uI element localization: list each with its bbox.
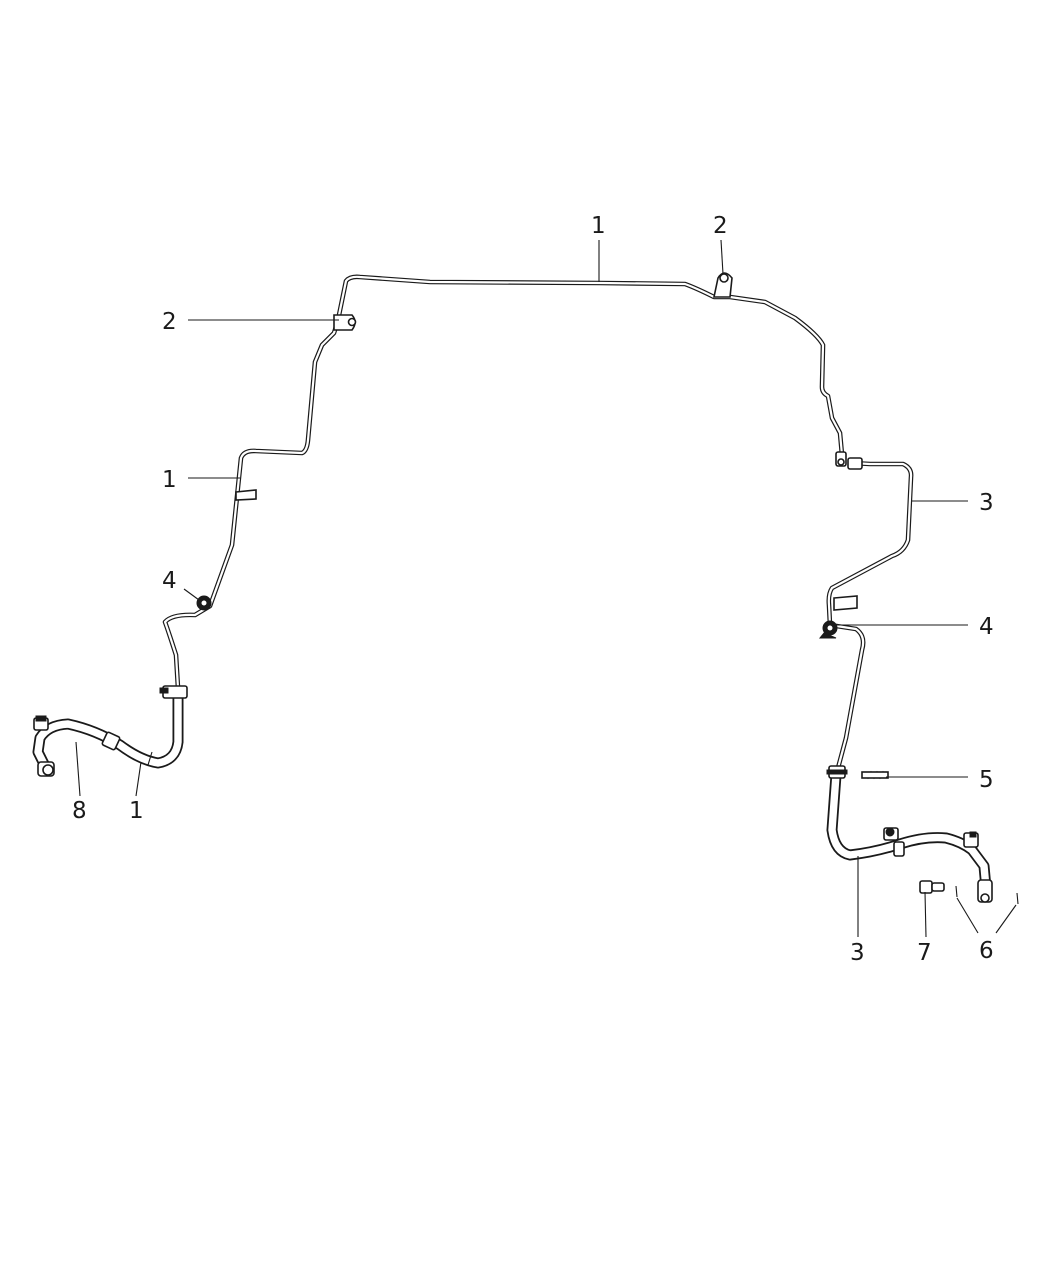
callout-bottom-left-line: 1: [129, 798, 144, 824]
brake-tube-left-top: [162, 274, 845, 691]
callout-left-line: 1: [162, 467, 177, 493]
callout-top-clip: 2: [713, 213, 728, 239]
spring-part: [861, 770, 889, 780]
retainer-left: [196, 595, 212, 611]
tube-clip-left: [333, 314, 357, 331]
right-hose-fittings: [826, 765, 993, 903]
tube-clip-top: [713, 272, 733, 298]
leader-lines: [75, 239, 1017, 938]
retainer-right: [818, 620, 838, 639]
bleeder-fitting: [919, 880, 945, 894]
brake-hose-left: [32, 692, 184, 774]
callout-clips-pair: 6: [979, 938, 994, 964]
left-hose-fittings: [33, 685, 188, 777]
callout-right-retainer: 4: [979, 614, 994, 640]
tube-end-fitting-right: [835, 451, 847, 467]
callout-left-clip: 2: [162, 309, 177, 335]
callout-labels: 1 2 2 1 3 4 4 5 8 1 3 7 6: [72, 213, 994, 966]
callout-bottom-right-line: 3: [850, 940, 865, 966]
callout-top-line: 1: [591, 213, 606, 239]
retaining-clips: [955, 885, 1019, 905]
callout-spring: 5: [979, 767, 994, 793]
callout-fitting: 7: [917, 940, 932, 966]
callout-left-retainer: 4: [162, 568, 177, 594]
brake-tube-right: [826, 457, 914, 771]
tube-tab-right: [833, 595, 858, 611]
callout-bottom-left-hose: 8: [72, 798, 87, 824]
brake-hose-right: [826, 769, 992, 894]
callout-right-line: 3: [979, 490, 994, 516]
tube-tab-left: [235, 489, 257, 501]
